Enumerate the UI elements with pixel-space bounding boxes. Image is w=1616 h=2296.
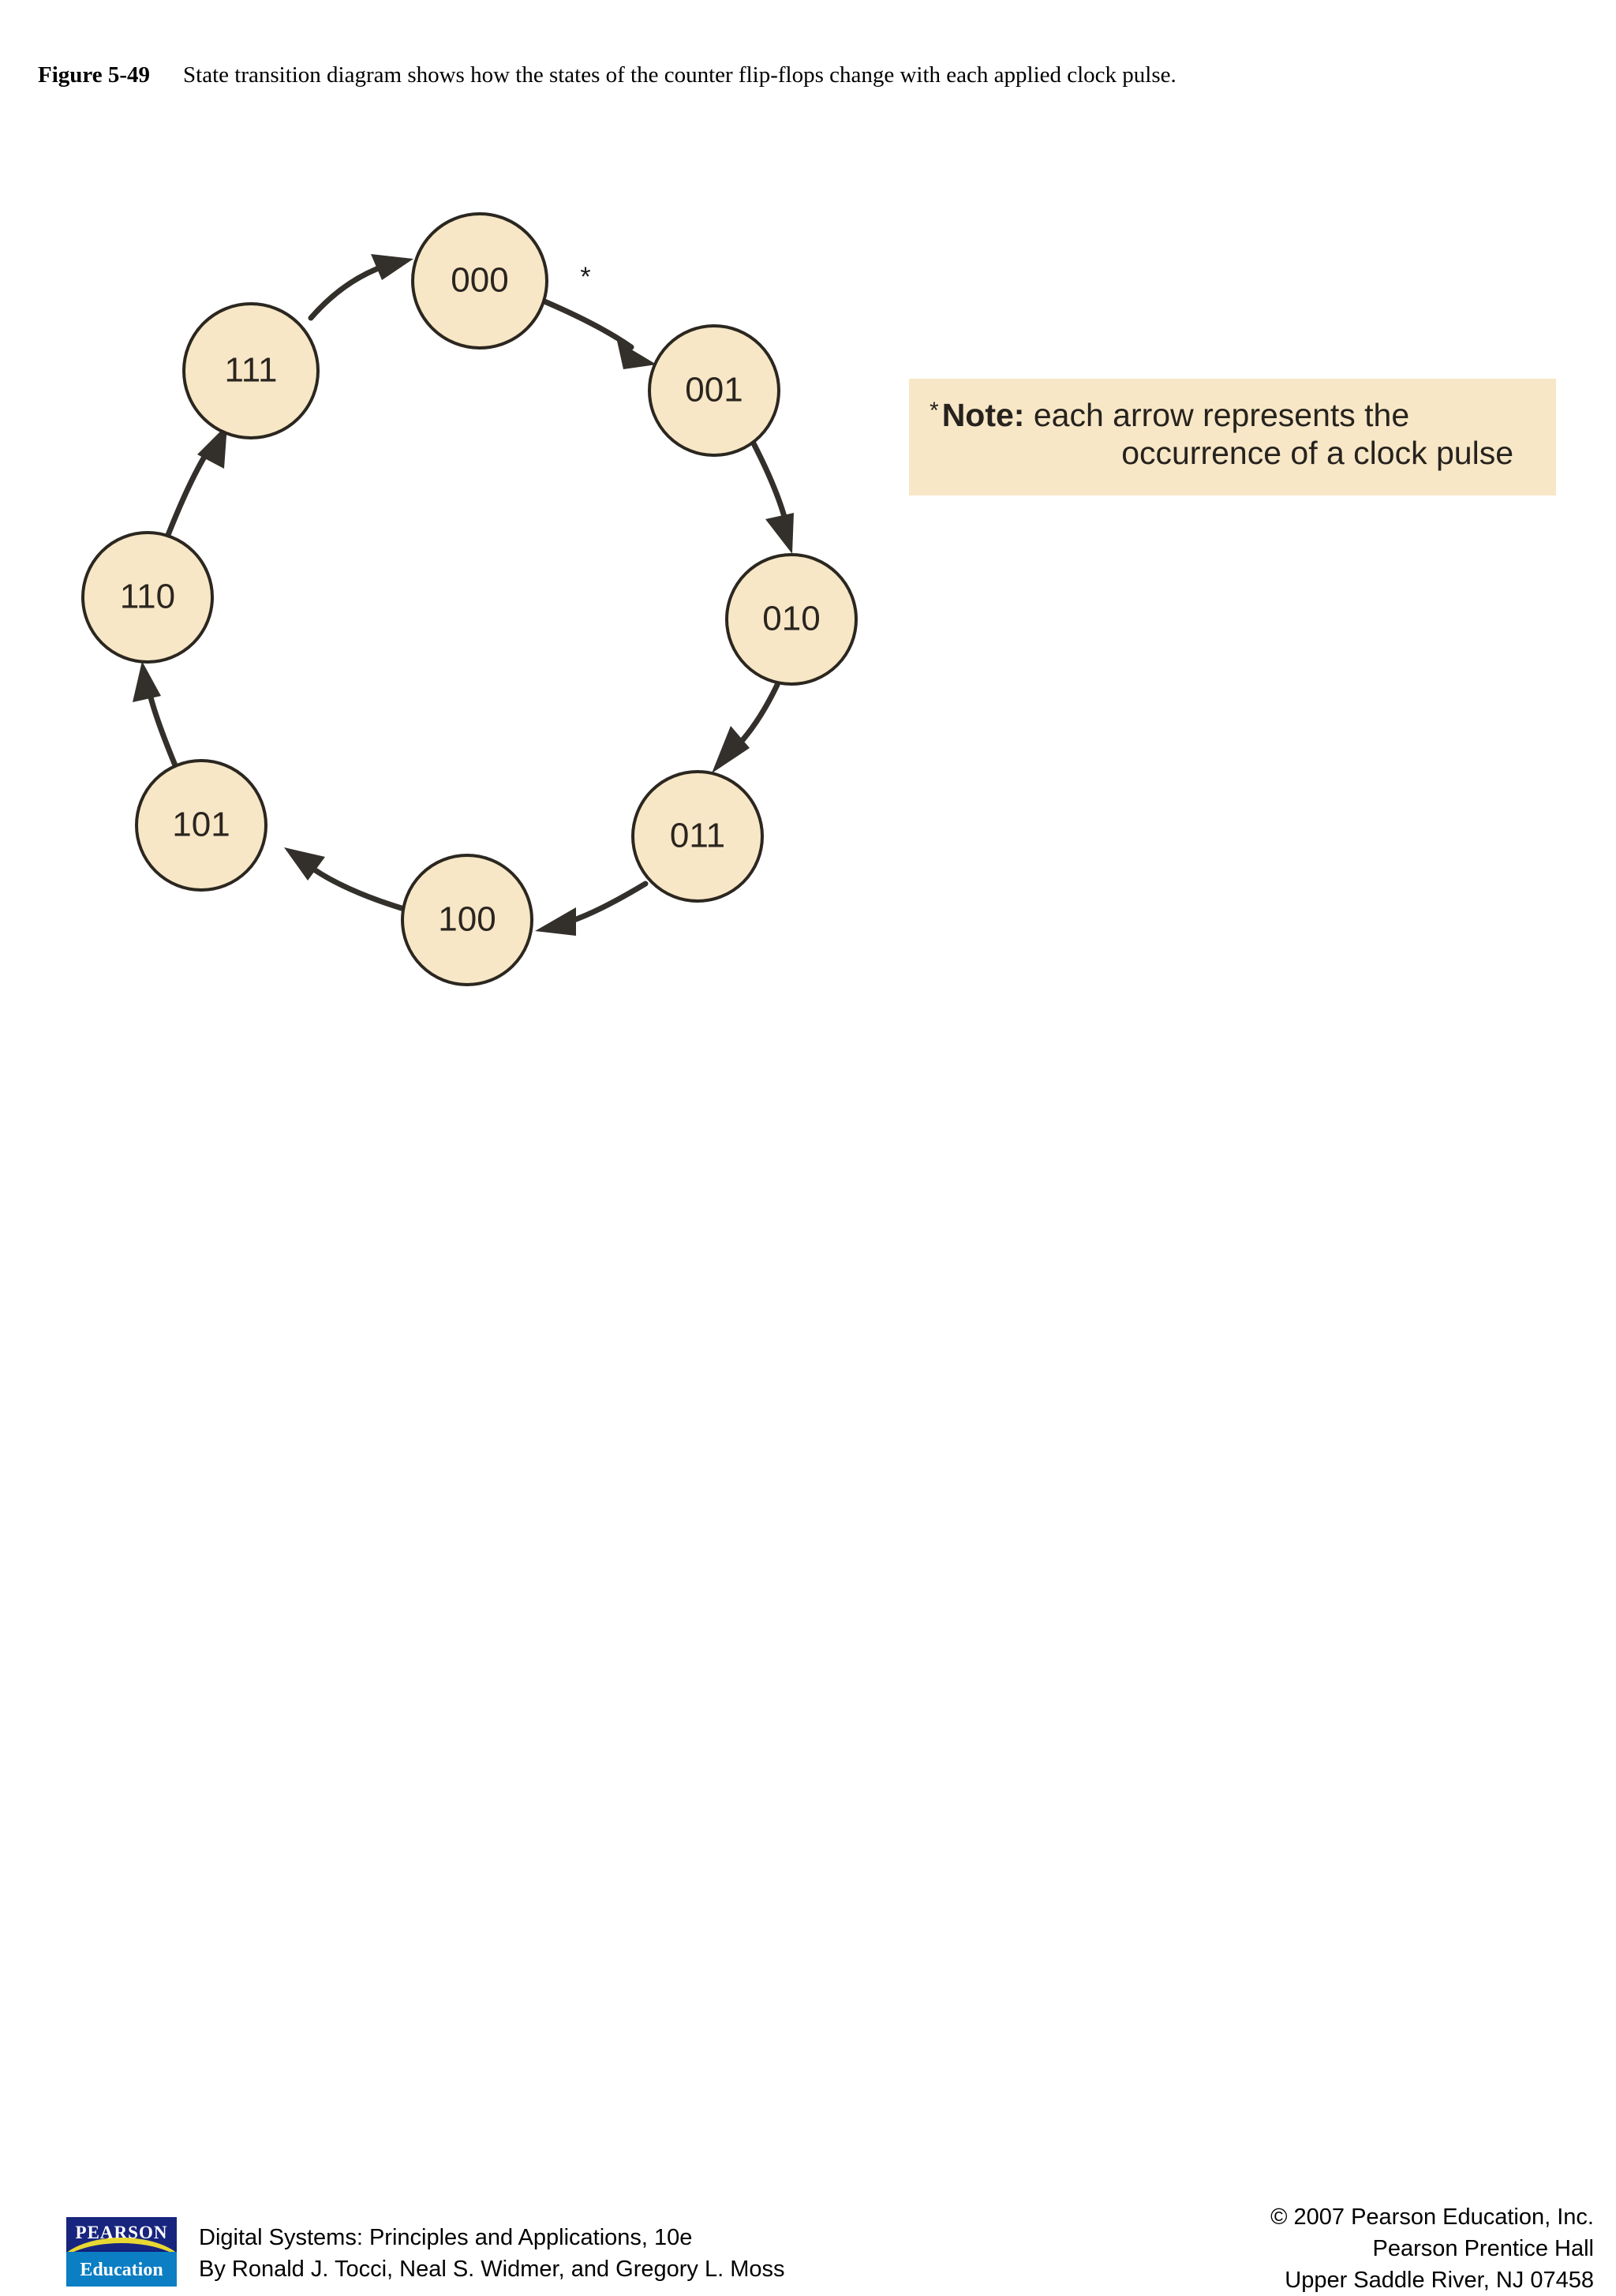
state-label: 100 xyxy=(438,900,496,939)
arrow-head-icon xyxy=(371,254,413,280)
book-title: Digital Systems: Principles and Applicat… xyxy=(199,2225,693,2250)
arrow-head-icon xyxy=(765,513,794,554)
transition-001-to-010 xyxy=(750,439,794,554)
state-node-010[interactable]: 010 xyxy=(725,553,858,686)
transition-arrow-line xyxy=(567,881,649,925)
state-label: 001 xyxy=(685,371,743,409)
state-label: 010 xyxy=(762,600,820,638)
clock-pulse-asterisk: * xyxy=(580,262,590,292)
figure-caption-text: State transition diagram shows how the s… xyxy=(183,62,1176,88)
book-authors: By Ronald J. Tocci, Neal S. Widmer, and … xyxy=(199,2257,785,2283)
state-circle[interactable] xyxy=(81,531,214,664)
transition-arrow-line xyxy=(750,439,789,525)
state-circle[interactable] xyxy=(725,553,858,686)
arrow-head-icon xyxy=(535,907,576,936)
state-circle[interactable] xyxy=(648,324,780,457)
transition-000-to-001 xyxy=(541,298,656,369)
pearson-education-logo: PEARSON Education xyxy=(66,2217,177,2287)
state-label: 110 xyxy=(120,578,175,616)
figure-caption: Figure 5-49 State transition diagram show… xyxy=(38,62,1537,89)
transition-111-to-000 xyxy=(308,254,413,321)
state-circle[interactable] xyxy=(182,302,320,439)
page-footer: PEARSON Education Digital Systems: Princ… xyxy=(0,1098,1616,2293)
note-callout-box: *Note: each arrow represents the occurre… xyxy=(909,379,1556,495)
state-label: 111 xyxy=(225,351,278,390)
state-circle[interactable] xyxy=(631,770,764,903)
transition-arrow-line xyxy=(147,691,178,768)
state-node-000[interactable]: 000 xyxy=(411,212,548,350)
figure-number: Figure 5-49 xyxy=(38,62,151,88)
state-node-101[interactable]: 101 xyxy=(135,759,267,892)
transition-arrow-line xyxy=(541,298,634,350)
arrow-head-icon xyxy=(284,847,325,881)
copyright-line-1: © 2007 Pearson Education, Inc. xyxy=(1270,2204,1594,2230)
transitions-group xyxy=(133,254,794,936)
state-node-111[interactable]: 111 xyxy=(182,302,320,439)
book-info: Digital Systems: Principles and Applicat… xyxy=(199,2222,784,2285)
transition-101-to-110 xyxy=(133,661,178,768)
transition-arrow-line xyxy=(165,450,210,538)
state-node-011[interactable]: 011 xyxy=(631,770,764,903)
state-circle[interactable] xyxy=(135,759,267,892)
state-node-110[interactable]: 110 xyxy=(81,531,214,664)
note-line-1: *Note: each arrow represents the xyxy=(930,396,1534,434)
copyright-line-3: Upper Saddle River, NJ 07458 xyxy=(1285,2268,1594,2294)
arrow-head-icon xyxy=(712,726,750,773)
states-group: 000 001 010 011 100 101 110 111 xyxy=(81,212,858,986)
transition-100-to-101 xyxy=(284,847,407,912)
transition-011-to-100 xyxy=(535,881,649,936)
state-circle[interactable] xyxy=(411,212,548,350)
transition-110-to-111 xyxy=(165,424,227,538)
note-asterisk: * xyxy=(930,398,939,424)
state-label: 000 xyxy=(451,261,508,300)
state-node-001[interactable]: 001 xyxy=(648,324,780,457)
state-label: 011 xyxy=(670,817,725,855)
state-node-100[interactable]: 100 xyxy=(401,854,533,986)
note-keyword: Note: xyxy=(941,397,1025,433)
copyright-line-2: Pearson Prentice Hall xyxy=(1372,2236,1594,2262)
transition-010-to-011 xyxy=(712,682,780,773)
copyright-info: © 2007 Pearson Education, Inc. Pearson P… xyxy=(1270,2201,1594,2296)
state-label: 101 xyxy=(172,806,230,844)
logo-education-text: Education xyxy=(66,2252,177,2287)
transition-arrow-line xyxy=(311,866,407,912)
arrow-head-icon xyxy=(133,661,161,702)
arrow-head-icon xyxy=(617,341,656,369)
state-circle[interactable] xyxy=(401,854,533,986)
note-text-line-1: each arrow represents the xyxy=(1033,397,1410,433)
state-transition-diagram: * 000 001 010 011 100 101 110 xyxy=(81,212,858,986)
arrow-head-icon xyxy=(197,424,227,469)
note-text-line-2: occurrence of a clock pulse xyxy=(1121,435,1513,472)
